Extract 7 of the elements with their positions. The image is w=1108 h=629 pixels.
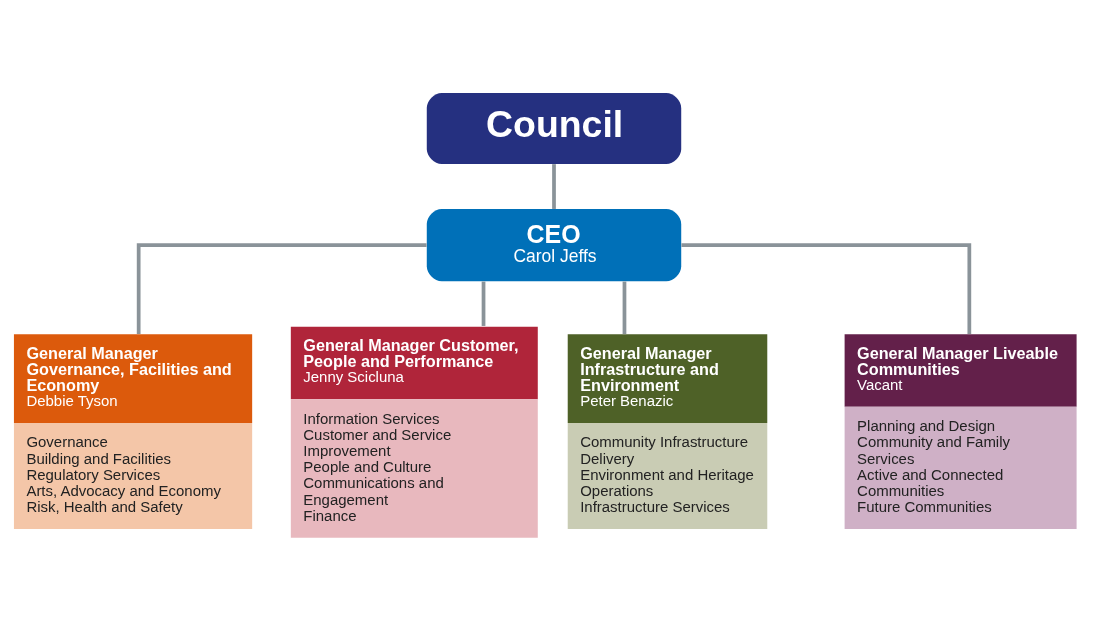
connector <box>622 281 627 334</box>
node-box: Council <box>426 92 682 164</box>
connector <box>481 281 486 326</box>
connector <box>552 163 556 209</box>
node-box: CEO Carol Jeffs <box>426 208 682 281</box>
connector <box>681 242 972 334</box>
connector <box>136 242 427 334</box>
